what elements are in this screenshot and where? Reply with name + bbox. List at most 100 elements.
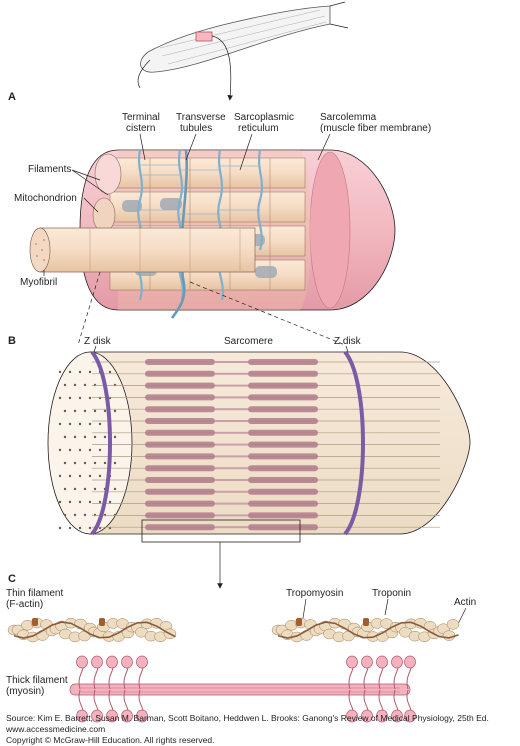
filament-cross-section-dot — [68, 448, 72, 452]
myosin-head — [136, 655, 148, 669]
filament-cross-section-dot — [73, 435, 77, 439]
tropomyosin-strand — [277, 621, 459, 639]
bare-zone — [215, 408, 248, 411]
filament-cross-section-dot — [113, 487, 117, 491]
myosin-band-left — [145, 418, 215, 424]
filament-cross-section-dot — [88, 396, 92, 400]
filament-cross-section-dot — [88, 448, 92, 452]
myosin-head — [106, 655, 118, 669]
filament-cross-section-dot — [113, 409, 117, 413]
bare-zone — [215, 384, 248, 387]
filament-cross-section-dot — [83, 409, 87, 413]
myosin-band-left — [145, 477, 215, 483]
panel-c-letter: C — [8, 573, 16, 585]
detail-box — [141, 519, 301, 543]
filament-cross-section-dot — [103, 409, 107, 413]
filament-cross-section-dot — [78, 526, 82, 530]
myosin-head — [121, 655, 133, 669]
filament-cross-section-dot — [73, 461, 77, 465]
tropomyosin-strand — [13, 621, 176, 639]
filament-cross-section-dot — [63, 383, 67, 387]
label-transverse-tubules-1: Transverse — [176, 112, 226, 123]
filament-cross-section-dot — [103, 513, 107, 517]
troponin-complex — [363, 618, 369, 626]
filament-cross-section-dot — [68, 474, 72, 478]
myosin-head — [391, 655, 403, 669]
filament-cross-section-dot — [113, 513, 117, 517]
myosin-band-left — [145, 394, 215, 401]
label-sarcoplasmic-reticulum-1: Sarcoplasmic — [234, 112, 294, 123]
label-thick-filament-1: Thick filament — [6, 675, 68, 686]
filament-cross-section-dot — [63, 409, 67, 413]
filament-cross-section-dot — [93, 513, 97, 517]
myosin-band-left — [145, 500, 215, 507]
myosin-band-left — [145, 441, 215, 448]
thin-filament-left — [7, 617, 177, 643]
filament-cross-section-dot — [73, 513, 77, 517]
myosin-band-right — [248, 382, 318, 389]
myosin-band-left — [145, 453, 215, 460]
filament-cross-section-dot — [58, 526, 62, 530]
filament-cross-section-dot — [83, 383, 87, 387]
troponin-complex — [296, 618, 302, 626]
bare-zone — [215, 431, 248, 434]
troponin-complex — [32, 618, 38, 626]
filament-cross-section-dot — [58, 370, 62, 374]
thin-filament-right — [271, 617, 460, 643]
label-actin: Actin — [454, 597, 476, 608]
filament-cross-section-dot — [58, 474, 62, 478]
myosin-band-right — [248, 418, 318, 424]
filament-cross-section-dot — [73, 383, 77, 387]
filament-cross-section-dot — [88, 500, 92, 504]
filament-cross-section-dot — [88, 526, 92, 530]
label-sarcolemma-2: (muscle fiber membrane) — [320, 123, 431, 134]
whole-muscle-sketch — [137, 1, 349, 101]
myosin-band-right — [248, 429, 318, 436]
copyright-notice: Copyright © McGraw-Hill Education. All r… — [6, 735, 215, 745]
bare-zone — [215, 490, 248, 493]
cross-section-face — [47, 351, 133, 535]
myosin-band-left — [145, 429, 215, 436]
myosin-band-right — [248, 453, 318, 460]
z-disk-left — [90, 350, 112, 536]
label-transverse-tubules-2: tubules — [180, 123, 212, 134]
myosin-band-left — [145, 524, 215, 531]
filament-cross-section-dot — [78, 500, 82, 504]
myosin-band-right — [248, 465, 318, 472]
myosin-band-left — [145, 488, 215, 495]
label-mitochondrion: Mitochondrion — [14, 193, 77, 204]
filament-cross-section-dot — [58, 500, 62, 504]
filament-cross-section-dot — [78, 396, 82, 400]
myosin-band-left — [145, 512, 215, 519]
thick-filament — [69, 655, 416, 723]
source-citation: Source: Kim E. Barrett, Susan M. Barman,… — [6, 713, 489, 723]
bare-zone — [215, 396, 248, 399]
myosin-head — [76, 655, 88, 669]
myosin-head — [346, 655, 358, 669]
filament-cross-section-dot — [58, 448, 62, 452]
myosin-band-right — [248, 370, 318, 377]
actin-bead — [442, 630, 456, 641]
myosin-band-right — [248, 488, 318, 495]
panel-b-letter: B — [8, 335, 16, 347]
filament-cross-section-dot — [108, 370, 112, 374]
myosin-band-right — [248, 500, 318, 507]
myosin-head — [91, 655, 103, 669]
myosin-head — [361, 655, 373, 669]
myosin-band-right — [248, 359, 318, 365]
filament-cross-section-dot — [68, 422, 72, 426]
myosin-band-left — [145, 359, 215, 365]
bare-zone — [215, 514, 248, 517]
label-thick-filament-2: (myosin) — [6, 686, 44, 697]
filament-cross-section-dot — [68, 396, 72, 400]
label-filaments: Filaments — [28, 164, 71, 175]
myosin-band-left — [145, 370, 215, 377]
bare-zone — [215, 502, 248, 505]
myofibril-cylinder — [29, 227, 256, 273]
bare-zone — [215, 443, 248, 446]
myosin-head — [121, 709, 133, 723]
myosin-band-left — [145, 465, 215, 472]
filament-cross-section-dot — [78, 448, 82, 452]
filament-cross-section-dot — [93, 487, 97, 491]
